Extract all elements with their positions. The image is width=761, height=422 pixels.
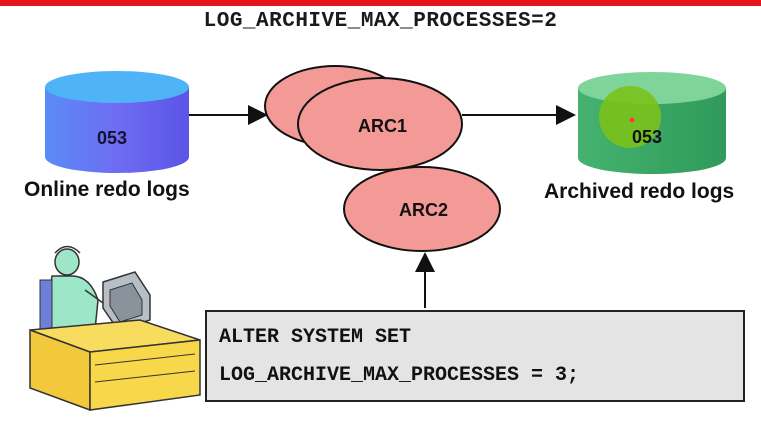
cursor-dot xyxy=(629,117,635,123)
arc1-process xyxy=(297,77,463,171)
archived-log-sequence: 053 xyxy=(632,127,663,147)
top-accent-bar xyxy=(0,0,761,6)
online-redo-logs-cylinder xyxy=(45,71,189,173)
arc2-label: ARC2 xyxy=(399,200,449,220)
arc1-label: ARC1 xyxy=(358,116,408,136)
sql-command-line-2: LOG_ARCHIVE_MAX_PROCESSES = 3; xyxy=(219,364,580,387)
highlight-spot xyxy=(599,86,661,148)
archived-redo-logs-label: Archived redo logs xyxy=(544,180,735,203)
operator-desk-illustration xyxy=(29,245,201,412)
arc2-process xyxy=(343,166,501,252)
sql-command-box: ALTER SYSTEM SET LOG_ARCHIVE_MAX_PROCESS… xyxy=(205,310,745,402)
sql-command-line-1: ALTER SYSTEM SET xyxy=(219,326,412,349)
online-redo-logs-label: Online redo logs xyxy=(24,178,190,201)
archived-redo-logs-cylinder xyxy=(578,72,726,174)
online-log-sequence: 053 xyxy=(97,128,128,148)
diagram-title: LOG_ARCHIVE_MAX_PROCESSES=2 xyxy=(203,10,558,33)
